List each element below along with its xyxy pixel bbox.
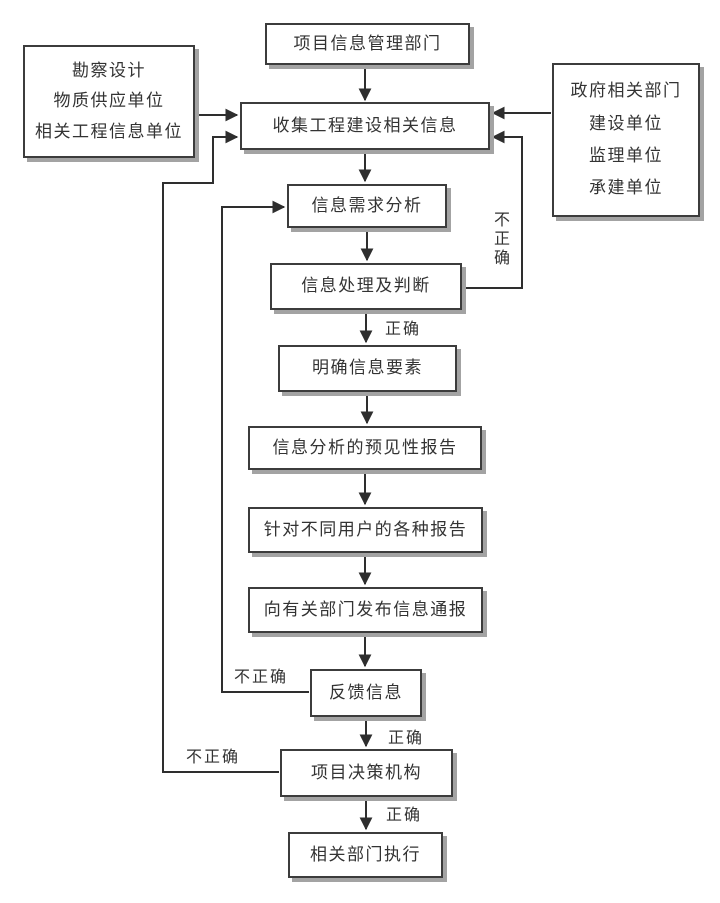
node-collect: 收集工程建设相关信息 — [240, 102, 490, 150]
left-source-line: 勘察设计 — [72, 60, 146, 80]
right-source-line: 监理单位 — [589, 146, 663, 166]
edge-label-incorrect-feedback: 不正确 — [234, 669, 289, 686]
edge-processing-incorrect-to-collect — [463, 130, 523, 289]
edge-label-incorrect-processing: 不正确 — [491, 211, 508, 268]
node-publish-bulletin: 向有关部门发布信息通报 — [248, 587, 483, 633]
node-execute: 相关部门执行 — [288, 832, 443, 878]
right-source-line: 承建单位 — [589, 178, 663, 198]
left-source-line: 相关工程信息单位 — [35, 121, 183, 141]
node-info-dept: 项目信息管理部门 — [265, 23, 470, 65]
node-processing: 信息处理及判断 — [270, 263, 462, 310]
edge-label-correct-decision: 正确 — [386, 807, 423, 824]
edge-decision-incorrect-to-collect — [162, 130, 279, 773]
node-decision-body: 项目决策机构 — [280, 749, 453, 797]
node-left-sources: 勘察设计 物质供应单位 相关工程信息单位 — [23, 45, 195, 158]
node-demand-analysis: 信息需求分析 — [287, 184, 447, 228]
edge-label-correct-feedback: 正确 — [388, 730, 425, 747]
node-predictive-report: 信息分析的预见性报告 — [248, 426, 482, 470]
edge-label-correct-processing: 正确 — [385, 321, 422, 338]
edge-feedback-incorrect-to-demand — [221, 200, 309, 693]
edge-label-incorrect-decision: 不正确 — [186, 749, 241, 766]
node-feedback: 反馈信息 — [310, 669, 422, 717]
left-source-line: 物质供应单位 — [53, 91, 165, 111]
right-source-line: 建设单位 — [589, 113, 663, 133]
right-source-line: 政府相关部门 — [570, 81, 682, 101]
node-user-reports: 针对不同用户的各种报告 — [248, 507, 483, 553]
node-clarify-elements: 明确信息要素 — [278, 345, 457, 392]
node-right-sources: 政府相关部门 建设单位 监理单位 承建单位 — [552, 63, 700, 217]
